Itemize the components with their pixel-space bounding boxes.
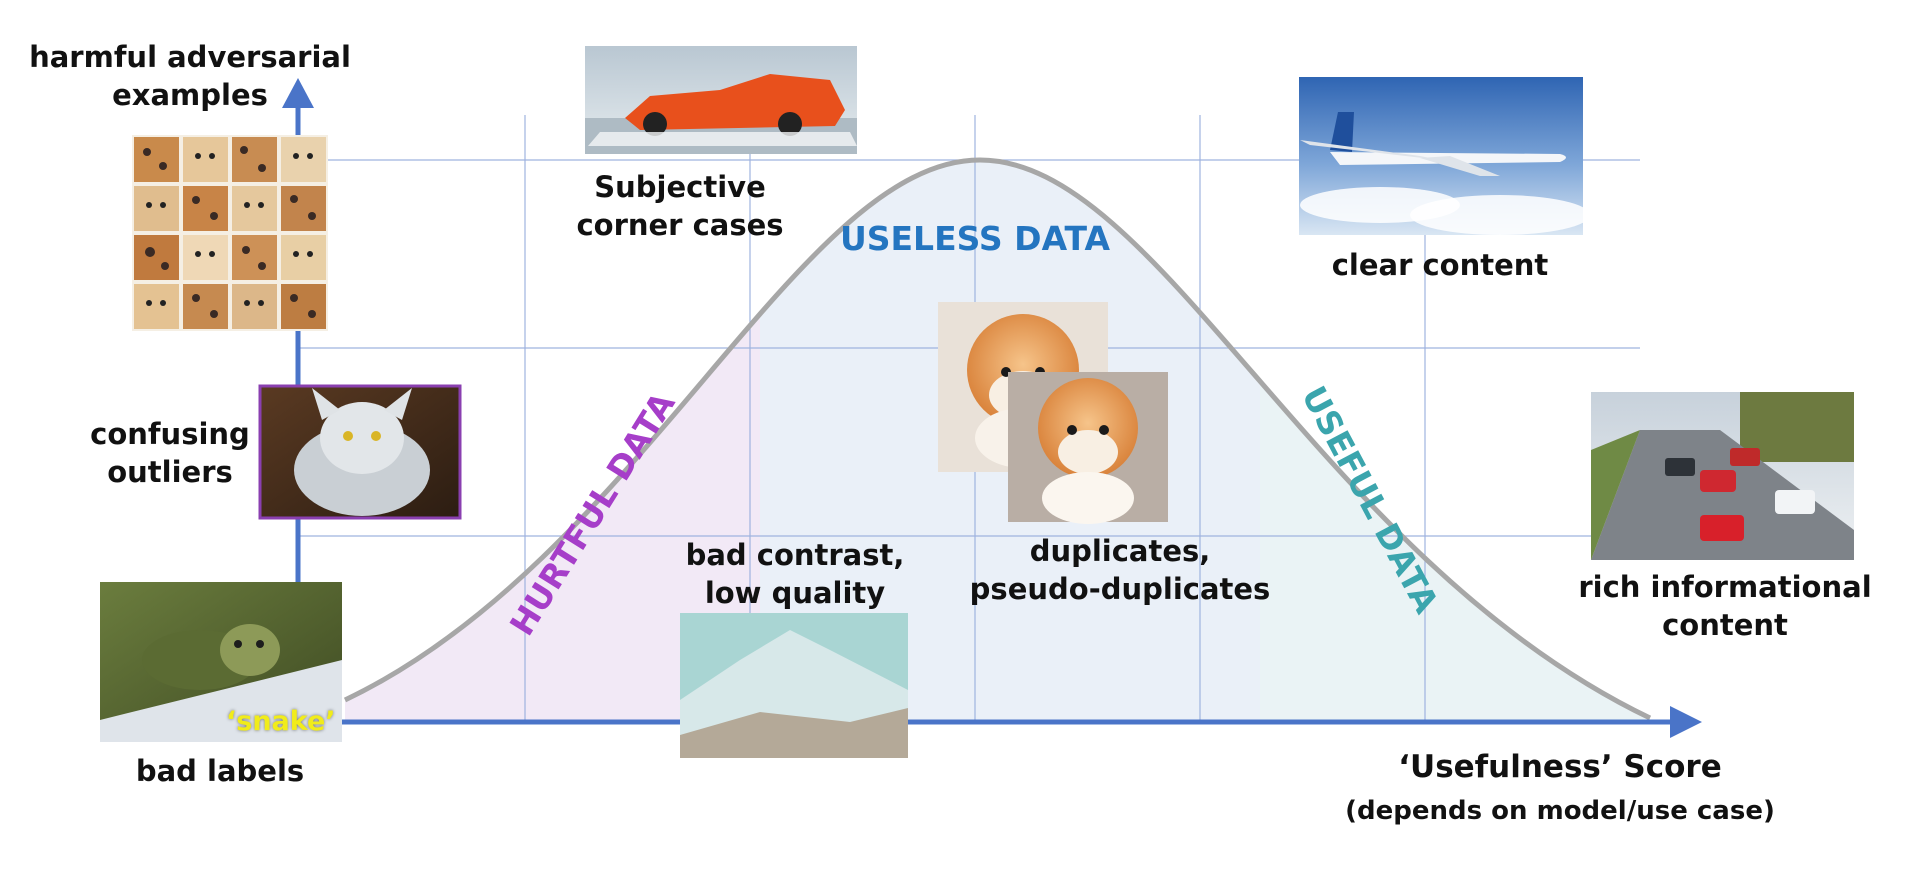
confusing-outliers-line-2: outliers [107, 455, 233, 489]
y-axis-arrow [282, 78, 314, 108]
amphibious-car-image [585, 46, 857, 154]
bad-contrast-line-2: low quality [704, 576, 886, 610]
duplicates-line-1: duplicates, [1029, 534, 1211, 568]
turtle-bad-label-image [100, 582, 342, 742]
airplane-image [1299, 77, 1590, 235]
bad-labels-label: bad labels [135, 754, 305, 788]
bad-contrast-line-1: bad contrast, [685, 538, 905, 572]
muffin-chihuahua-grid-image [132, 135, 328, 331]
subjective-corner-cases-label: Subjective corner cases [560, 168, 800, 244]
highway-traffic-image [1591, 392, 1854, 560]
y-axis-label: harmful adversarial examples [20, 38, 360, 114]
bad-contrast-label: bad contrast, low quality [670, 536, 920, 612]
x-axis-note: (depends on model/use case) [1345, 796, 1775, 826]
low-contrast-mountain-image [680, 613, 908, 758]
confusing-outliers-label: confusing outliers [75, 415, 265, 491]
clear-content-label: clear content [1331, 248, 1549, 282]
y-axis-label-line-2: examples [112, 78, 268, 112]
subjective-line-2: corner cases [576, 208, 784, 242]
bell-curve [343, 157, 1652, 721]
rich-content-line-2: content [1662, 608, 1788, 642]
x-axis-label: ‘Usefulness’ Score [1398, 749, 1722, 785]
subjective-line-1: Subjective [594, 170, 766, 204]
rich-content-line-1: rich informational [1578, 570, 1872, 604]
y-axis-label-line-1: harmful adversarial [29, 40, 351, 74]
confusing-outliers-line-1: confusing [90, 417, 250, 451]
snake-tag: ‘snake’ [226, 706, 336, 737]
rich-content-label: rich informational content [1570, 568, 1880, 644]
useless-data-label: USELESS DATA [840, 219, 1111, 258]
puppy-duplicate-image-2 [1008, 372, 1168, 524]
duplicates-label: duplicates, pseudo-duplicates [960, 532, 1280, 608]
x-axis-arrow [1670, 706, 1702, 738]
outlier-cat-image [258, 384, 462, 520]
duplicates-line-2: pseudo-duplicates [969, 572, 1271, 606]
